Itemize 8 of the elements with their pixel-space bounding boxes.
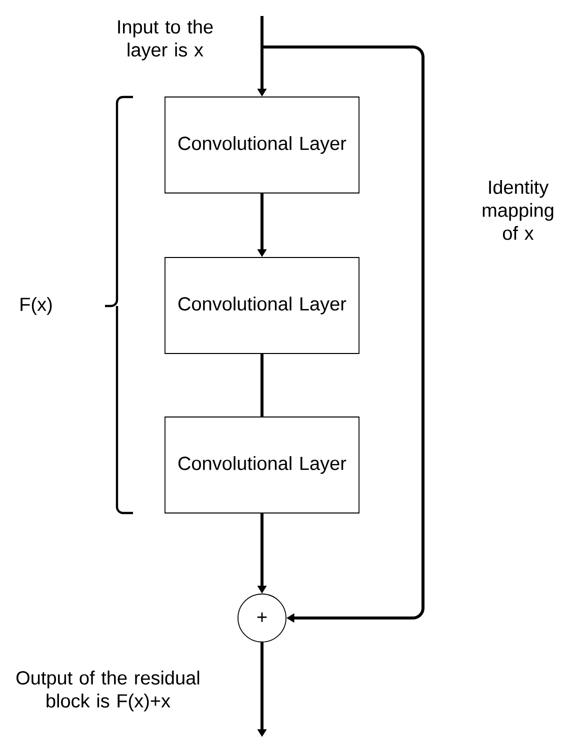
process-box: Convolutional Layer <box>164 416 360 514</box>
process-box: Convolutional Layer <box>164 257 360 354</box>
annotation: Input to the layer is x <box>118 20 213 60</box>
arrow <box>262 46 424 623</box>
annotation: Output of the residual block is F(x)+x <box>16 670 200 712</box>
annotation: Identity mapping of x <box>482 180 554 240</box>
process-box: Convolutional Layer <box>164 96 360 194</box>
annotation: F(x) <box>20 297 52 315</box>
